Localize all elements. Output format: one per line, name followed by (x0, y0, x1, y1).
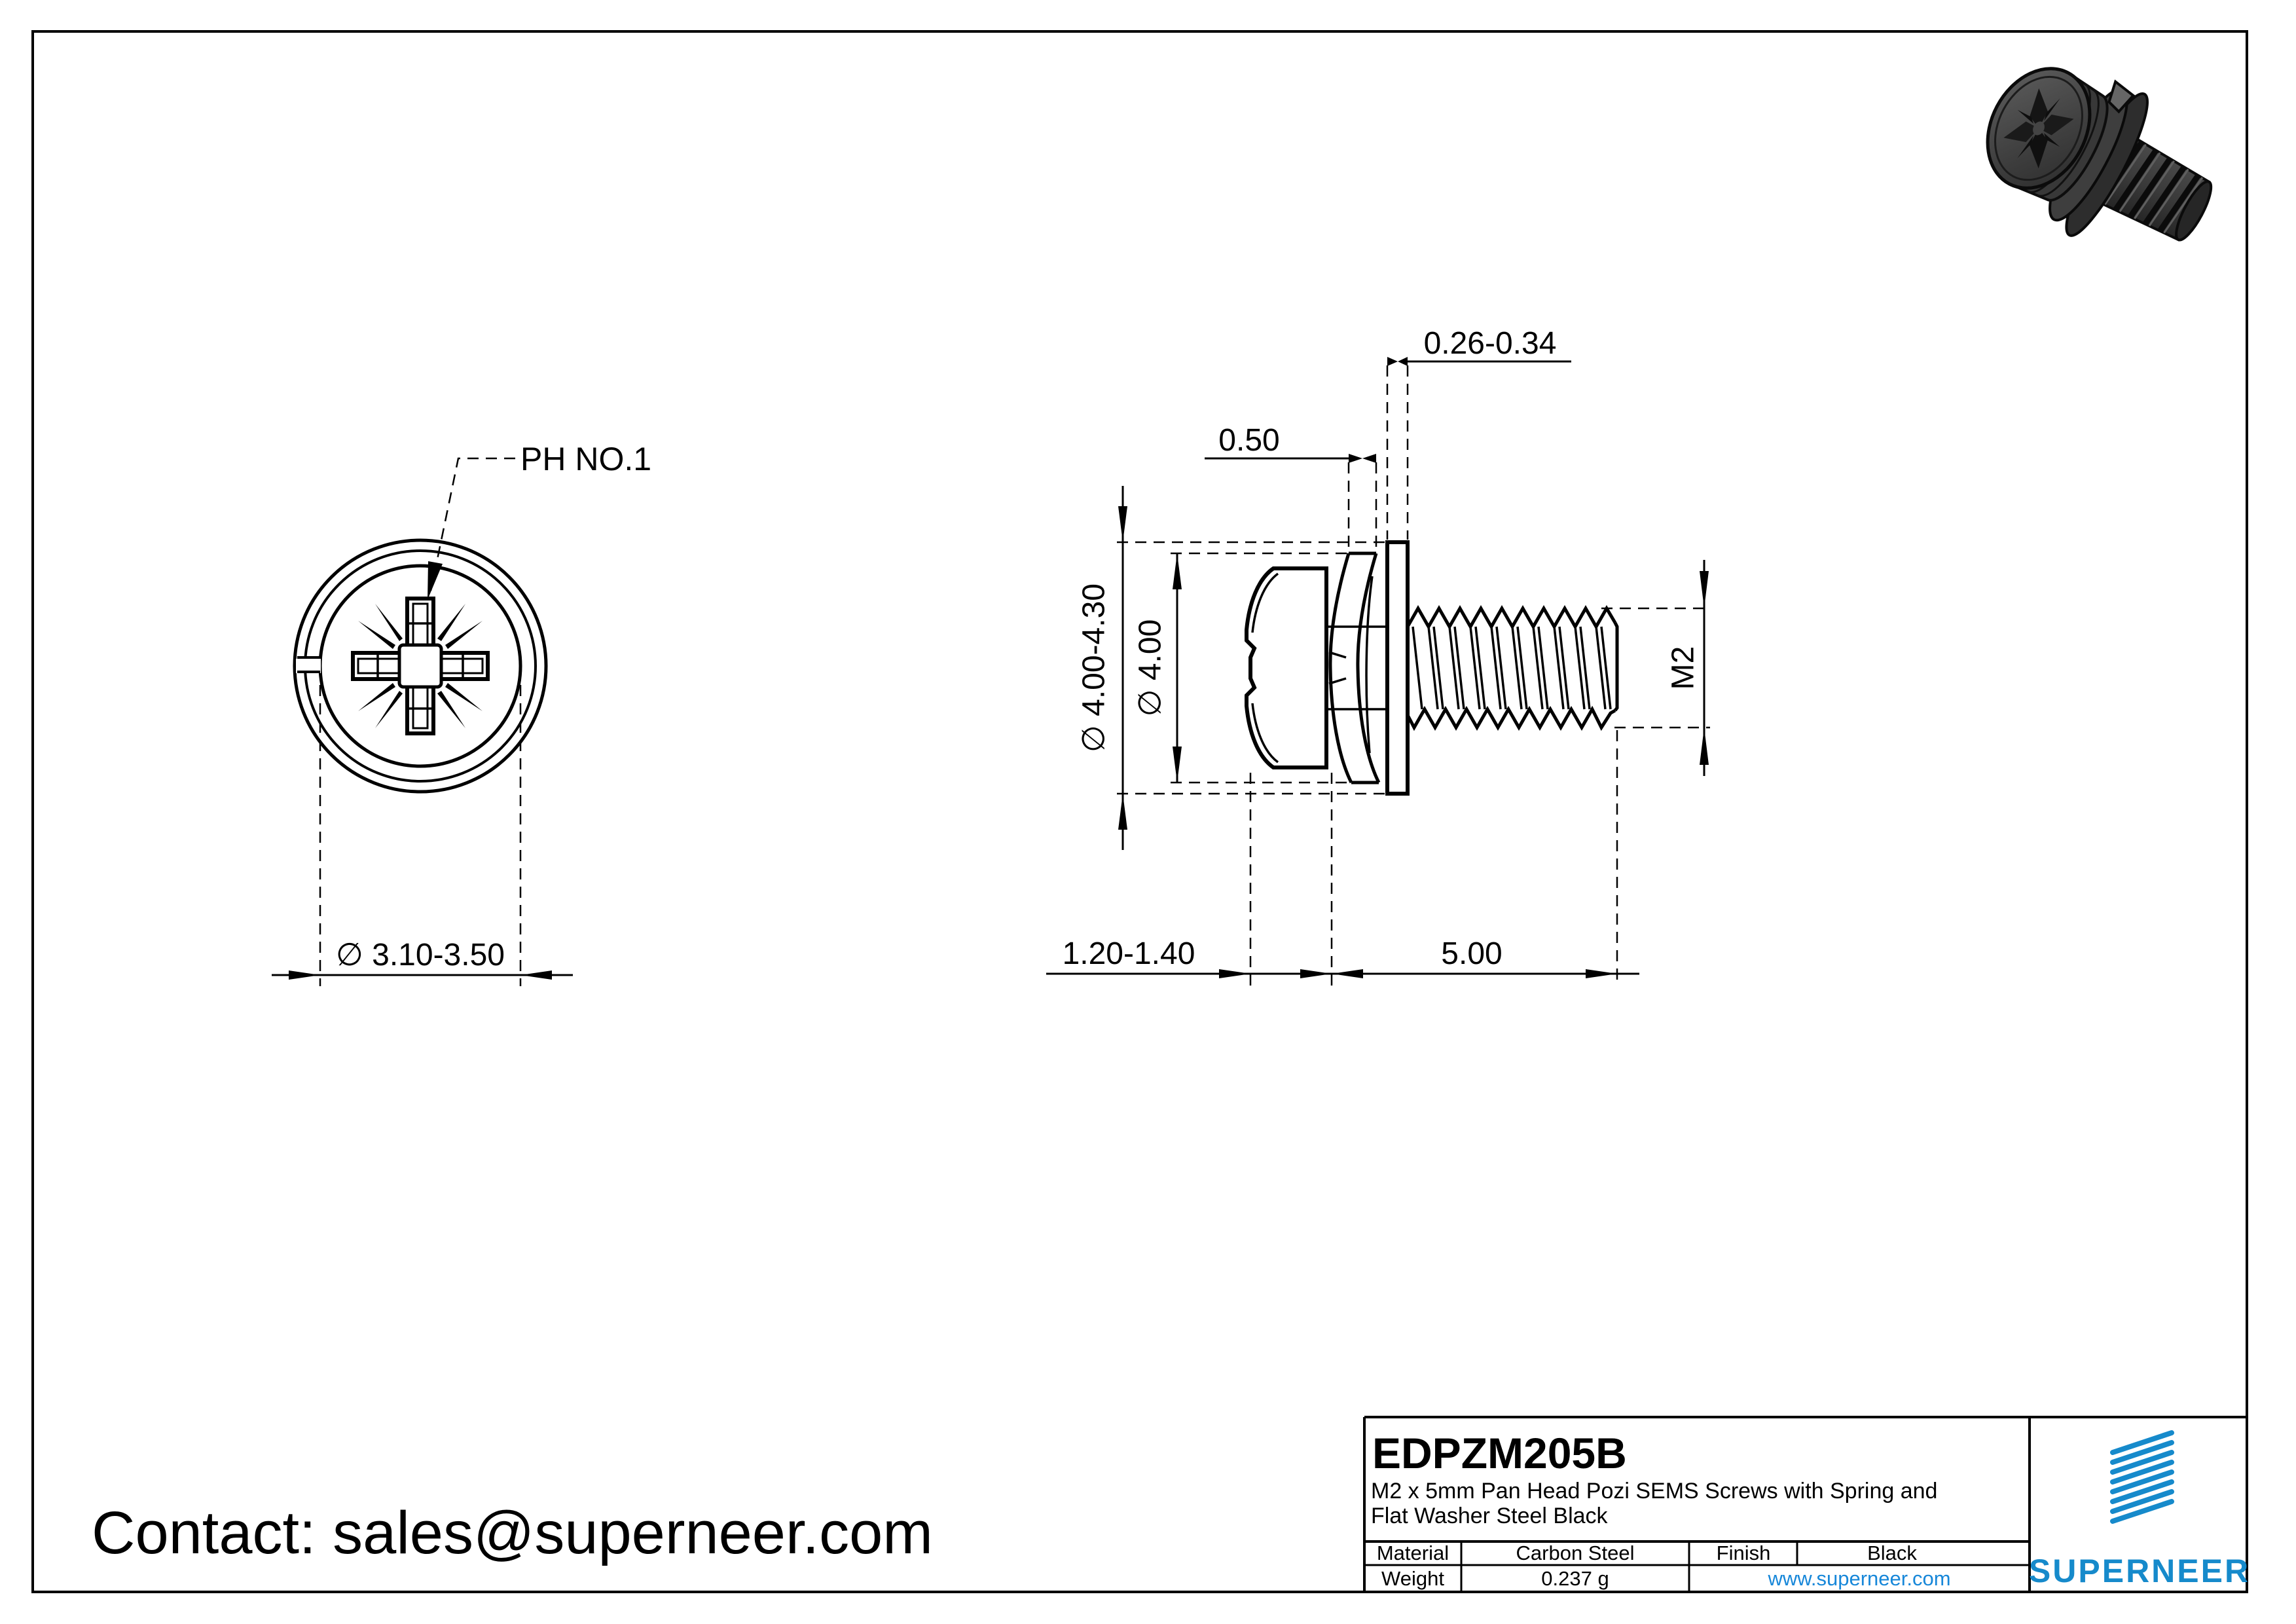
weight-value: 0.237 g (1541, 1567, 1609, 1590)
screw-3d-render (1986, 67, 2213, 242)
recess-leader-line (429, 457, 515, 591)
head-profile (1245, 566, 1328, 769)
title-block: EDPZM205B M2 x 5mm Pan Head Pozi SEMS Sc… (1363, 1416, 2250, 1592)
thread-top-edge (1406, 604, 1617, 631)
website-link[interactable]: www.superneer.com (1767, 1567, 1950, 1590)
pozi-center-square (397, 643, 443, 689)
finish-value: Black (1867, 1541, 1917, 1564)
superneer-logo-icon (2110, 1430, 2174, 1524)
pozi-tip-bars (376, 622, 464, 710)
head-height-dim: 1.20-1.40 (1063, 936, 1195, 971)
front-dim-extension-lines (319, 685, 522, 986)
flat-washer-side (1385, 540, 1410, 796)
material-value: Carbon Steel (1516, 1541, 1635, 1564)
weight-label: Weight (1381, 1567, 1444, 1590)
head-recess-arcs (1251, 572, 1279, 764)
front-view: PH NO.1 ∅ 3.10-3.50 (272, 441, 651, 986)
washer-thickness-dim: 0.26-0.34 (1424, 326, 1557, 361)
spring-thickness-dim: 0.50 (1218, 423, 1279, 458)
thread-bottom-edge (1406, 705, 1616, 731)
front-dim-arrow-left (289, 970, 320, 980)
pozi-spikes (358, 604, 483, 728)
page-border (31, 30, 2248, 1593)
material-label: Material (1377, 1541, 1449, 1564)
spring-washer-side (1328, 551, 1381, 784)
side-extension-lines (1117, 365, 1710, 986)
spring-right-edge (1356, 553, 1381, 784)
thread-flanks (1412, 626, 1612, 710)
side-view: ∅ 4.00-4.30 ∅ 4.00 M2 0.50 0.26-0.34 1.2… (1046, 326, 1710, 986)
recess-label: PH NO.1 (520, 441, 651, 477)
washer-diameter-dim: ∅ 4.00 (1133, 619, 1168, 717)
thread (1406, 604, 1619, 731)
flat-washer-outline (293, 538, 548, 794)
spring-split-mark (1328, 651, 1347, 685)
thread-length-dim: 5.00 (1441, 936, 1502, 971)
pozi-recess (351, 597, 490, 735)
thread-size-dim: M2 (1666, 646, 1701, 690)
description-line1: M2 x 5mm Pan Head Pozi SEMS Screws with … (1371, 1479, 1937, 1504)
brand-name: SUPERNEER (2029, 1553, 2250, 1589)
thread-end-face (1613, 621, 1619, 712)
spring-caps (1349, 551, 1379, 784)
front-dim-arrow-right (520, 970, 552, 980)
spring-split-lines (297, 656, 320, 673)
recess-leader-arrow (428, 561, 443, 600)
contact-text: Contact: sales@superneer.com (92, 1500, 933, 1566)
spring-left-edge (1328, 553, 1353, 784)
max-diameter-dim: ∅ 4.00-4.30 (1077, 583, 1112, 752)
spring-inner-edge (1365, 576, 1374, 754)
part-number: EDPZM205B (1372, 1429, 1627, 1477)
recess-diameter-dim: ∅ 3.10-3.50 (336, 938, 505, 972)
spring-split-gap (296, 659, 321, 673)
shank-lines (1326, 625, 1387, 710)
finish-label: Finish (1717, 1541, 1771, 1564)
description-line2: Flat Washer Steel Black (1371, 1504, 1609, 1528)
